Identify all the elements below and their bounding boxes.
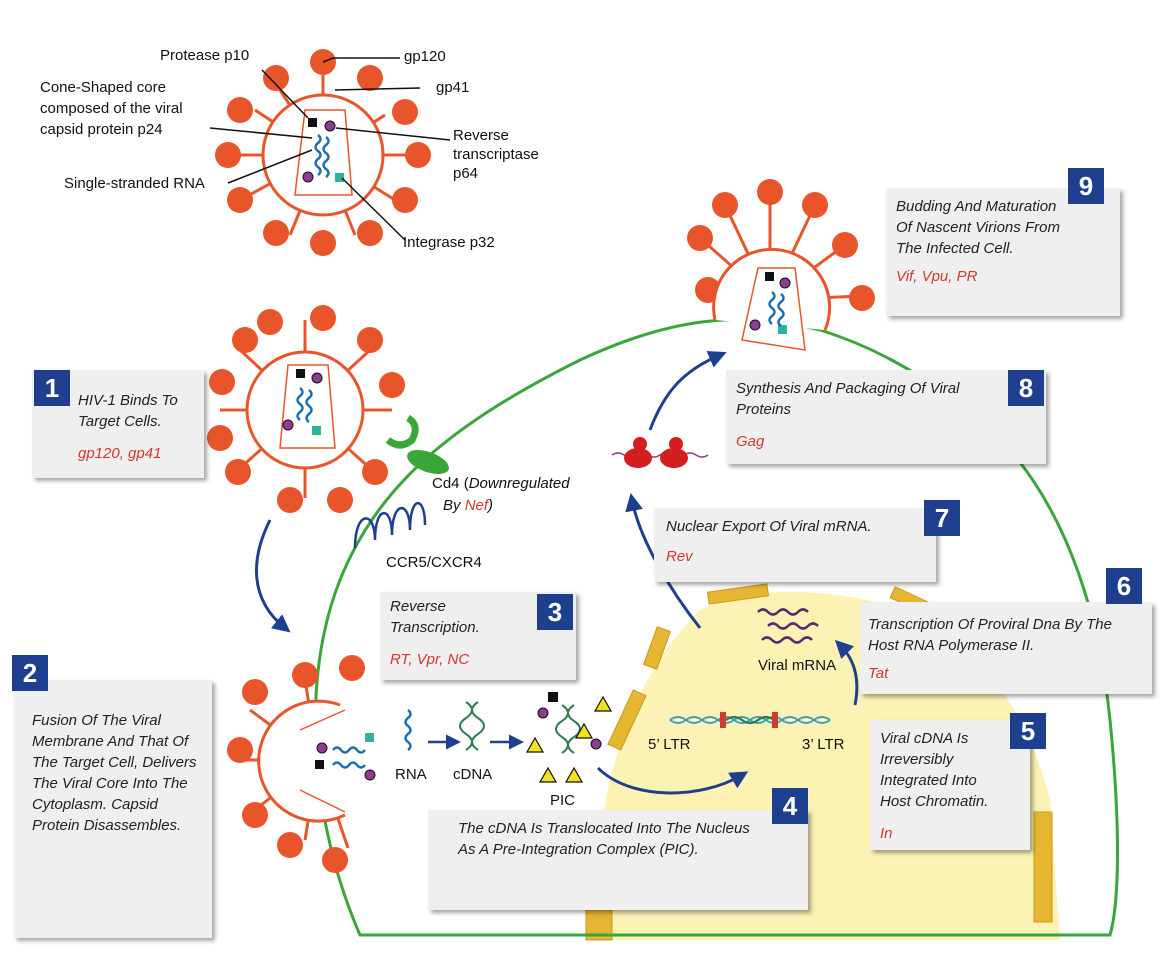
step-7-description: Nuclear Export Of Viral mRNA. (666, 518, 872, 535)
step-2-number: 2 (12, 655, 48, 691)
viral-mrna-strands (757, 608, 819, 644)
step-9-number: 9 (1068, 168, 1104, 204)
step-8-box: Synthesis And Packaging Of Viral Protein… (726, 370, 1046, 464)
integrated-provirus (669, 712, 831, 728)
label-core-line3: capsid protein p24 (40, 121, 163, 138)
reference-virion (209, 49, 451, 256)
step-1-number: 1 (34, 370, 70, 406)
step-3-box: Reverse Transcription. RT, Vpr, NC (380, 592, 576, 680)
label-ssrna: Single-stranded RNA (64, 175, 205, 192)
step-2-box: Fusion Of The Viral Membrane And That Of… (14, 680, 212, 938)
cd4-paren-open: ( (463, 475, 469, 492)
label-protease: Protease p10 (160, 47, 250, 64)
label-rt-line1: Reverse (453, 127, 509, 144)
step-9-description: Budding And Maturation Of Nascent Virion… (896, 198, 1060, 257)
label-core-line1: Cone-Shaped core (40, 79, 166, 96)
label-rt-line3: p64 (453, 165, 479, 182)
label-rna: RNA (395, 766, 427, 783)
ribosomes (611, 437, 709, 468)
step-6-number: 6 (1106, 568, 1142, 604)
label-3ltr: 3’ LTR (802, 736, 845, 753)
step-5-description: Viral cDNA Is Irreversibly Integrated In… (880, 730, 989, 810)
label-cdna: cDNA (453, 766, 493, 783)
arrow-transcription (834, 639, 859, 706)
step-6-proteins: Tat (868, 665, 889, 682)
step-8-proteins: Gag (736, 433, 765, 450)
step-9-box: Budding And Maturation Of Nascent Virion… (886, 188, 1120, 316)
ccr5-coreceptor (353, 501, 427, 549)
label-viral-mrna: Viral mRNA (758, 657, 837, 674)
step-6-description: Transcription Of Proviral Dna By The Hos… (868, 616, 1112, 654)
cd4-receptor (385, 414, 449, 475)
step-5-proteins: In (880, 825, 893, 842)
step-4-box: The cDNA Is Translocated Into The Nucleu… (428, 810, 808, 910)
label-5ltr: 5’ LTR (648, 736, 691, 753)
binding-virion (207, 305, 405, 513)
arrow-binding-to-fusion (255, 519, 291, 633)
step-7-box: Nuclear Export Of Viral mRNA. Rev (654, 508, 936, 582)
step-2-description: Fusion Of The Viral Membrane And That Of… (32, 712, 197, 834)
step-4-description: The cDNA Is Translocated Into The Nucleu… (458, 820, 750, 858)
step-1-proteins: gp120, gp41 (78, 445, 162, 462)
arrow-packaging (648, 350, 727, 431)
step-7-proteins: Rev (666, 548, 693, 565)
arrow-translocation (596, 766, 749, 795)
cd4-paren-close: ) (488, 497, 494, 514)
step-1-description: HIV-1 Binds To Target Cells. (78, 392, 178, 430)
step-3-description: Reverse Transcription. (390, 598, 480, 636)
label-rt-line2: transcriptase (453, 146, 539, 163)
cd4-name: Cd4 (432, 475, 460, 492)
step-3-number: 3 (537, 594, 573, 630)
step-4-number: 4 (772, 788, 808, 824)
cd4-by: By (443, 497, 461, 514)
step-8-description: Synthesis And Packaging Of Viral Protein… (736, 380, 960, 418)
label-pic: PIC (550, 792, 576, 809)
cd4-downregulated: Downregulated (468, 475, 570, 492)
step-5-box: Viral cDNA Is Irreversibly Integrated In… (870, 720, 1030, 850)
step-7-number: 7 (924, 500, 960, 536)
cd4-nef: Nef (464, 497, 489, 514)
step-6-box: Transcription Of Proviral Dna By The Hos… (860, 602, 1152, 694)
reverse-transcription-chain (404, 692, 613, 783)
step-8-number: 8 (1008, 370, 1044, 406)
label-cd4-by-nef: By Nef) (443, 496, 493, 516)
label-cd4: Cd4 (Downregulated (432, 474, 570, 494)
label-core-line2: composed of the viral (40, 100, 183, 117)
budding-virion (687, 179, 875, 351)
label-ccr5: CCR5/CXCR4 (386, 554, 482, 571)
step-9-proteins: Vif, Vpu, PR (896, 268, 978, 285)
fusing-virion (227, 655, 376, 873)
step-3-proteins: RT, Vpr, NC (390, 651, 470, 668)
label-gp41: gp41 (436, 79, 470, 96)
label-gp120: gp120 (404, 48, 446, 65)
label-integrase: Integrase p32 (403, 234, 495, 251)
step-5-number: 5 (1010, 713, 1046, 749)
